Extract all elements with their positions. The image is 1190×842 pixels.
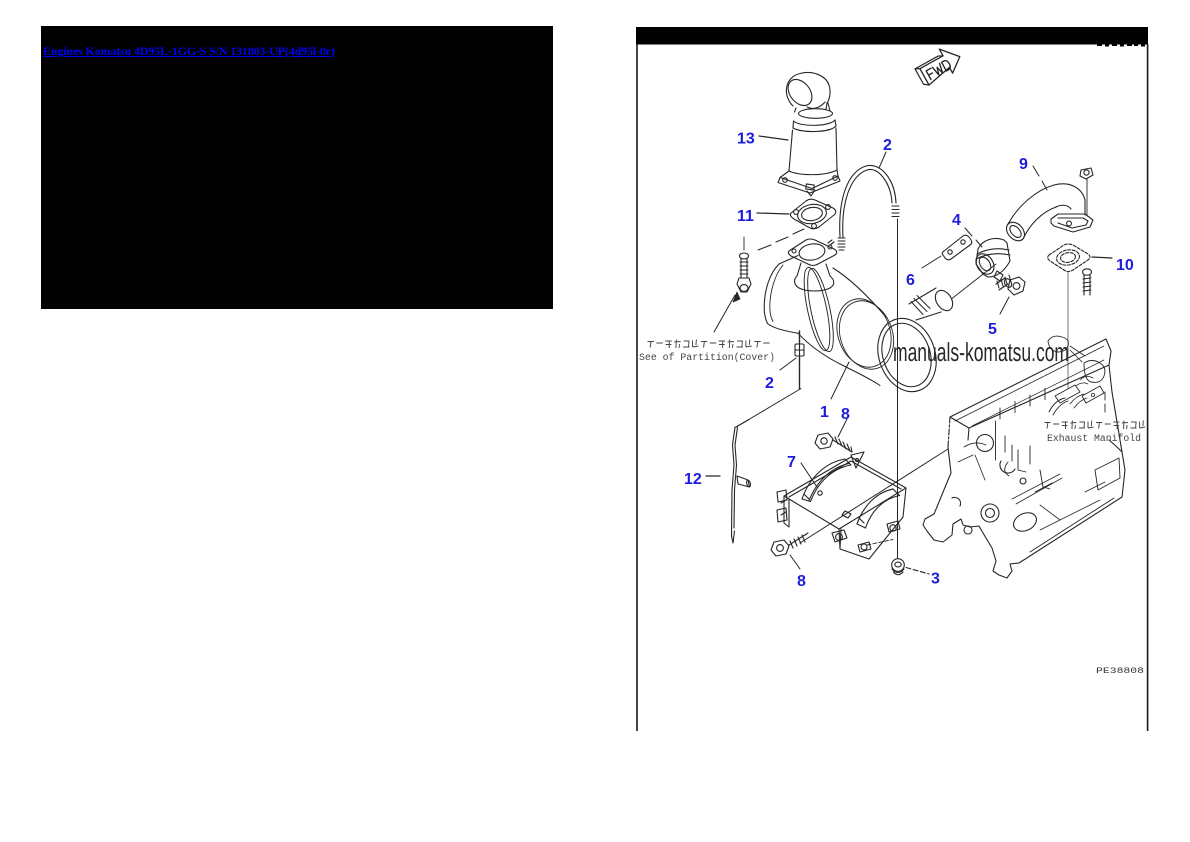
svg-text:11: 11: [737, 208, 754, 225]
svg-text:manuals-komatsu.com: manuals-komatsu.com: [893, 337, 1069, 367]
svg-text:1: 1: [820, 404, 829, 421]
svg-text:4: 4: [952, 212, 961, 229]
svg-text:13: 13: [737, 131, 755, 148]
svg-text:7: 7: [787, 454, 796, 471]
svg-text:PE38808: PE38808: [1096, 666, 1144, 676]
svg-text:Exhaust Manifold: Exhaust Manifold: [1047, 433, 1141, 445]
svg-text:8: 8: [797, 573, 806, 590]
svg-text:2: 2: [883, 137, 892, 154]
svg-text:See of Partition(Cover): See of Partition(Cover): [639, 352, 775, 364]
svg-text:8: 8: [841, 406, 850, 423]
svg-text:10: 10: [1116, 257, 1134, 274]
svg-text:2: 2: [765, 375, 774, 392]
svg-text:6: 6: [906, 272, 915, 289]
svg-text:3: 3: [931, 571, 940, 588]
svg-text:5: 5: [988, 321, 997, 338]
svg-text:9: 9: [1019, 156, 1028, 173]
svg-text:12: 12: [684, 471, 702, 488]
